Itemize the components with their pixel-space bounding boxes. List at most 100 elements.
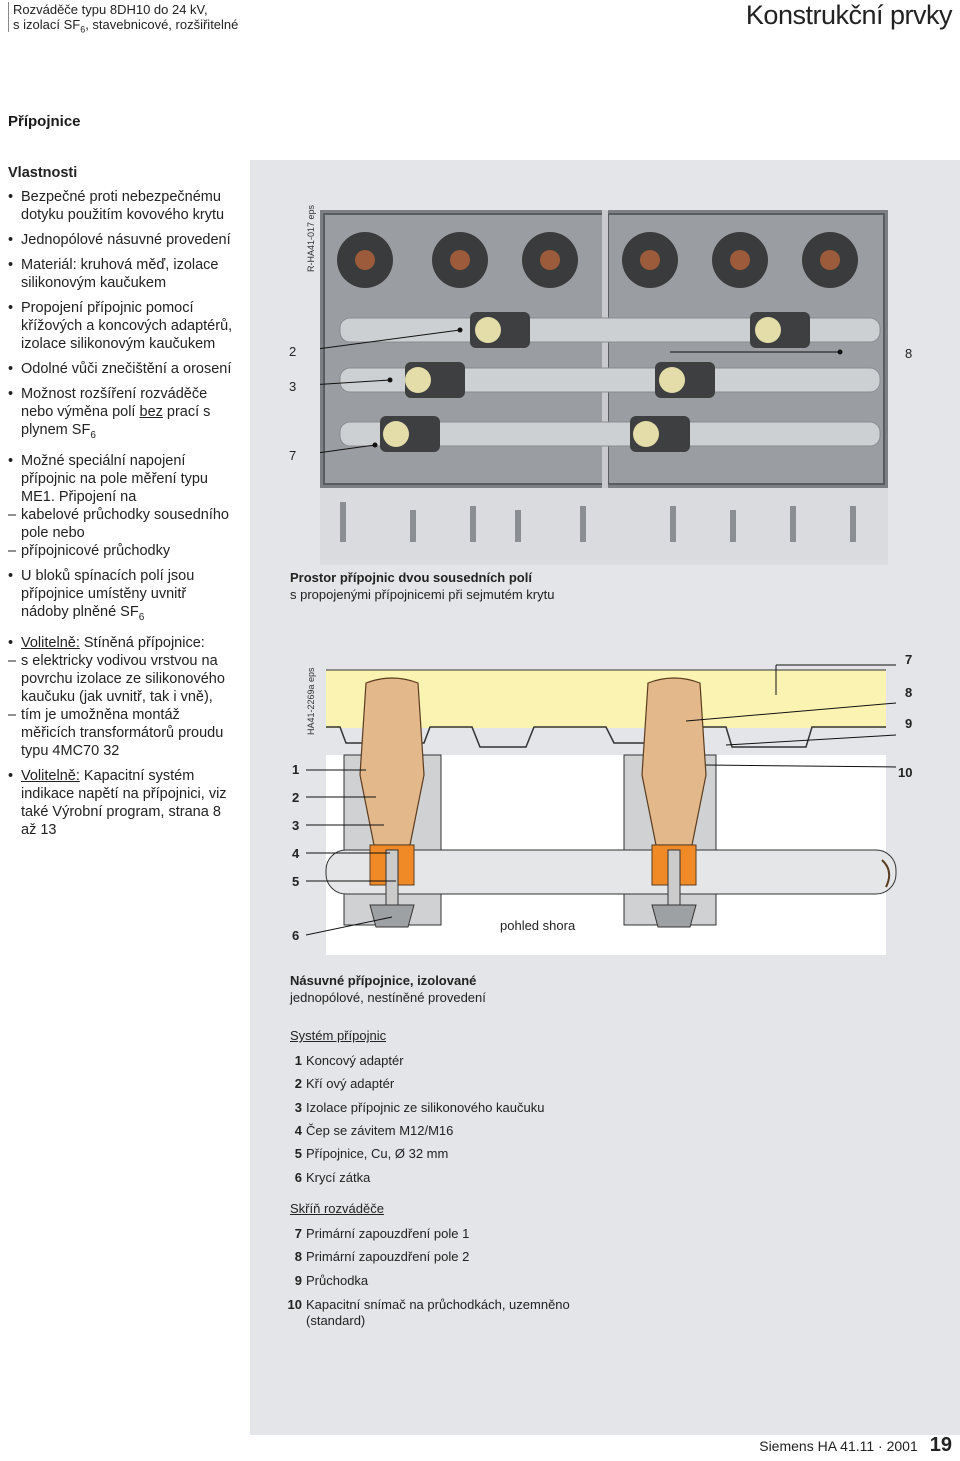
- legend-item-number: 10: [287, 1297, 302, 1312]
- feature-text: Propojení přípojnic pomocí křížových a k…: [21, 300, 233, 352]
- legend-item: 4 Čep se závitem M12/M16: [286, 1123, 586, 1139]
- feature-text: U bloků spínacích polí jsou přípojnice u…: [21, 567, 195, 620]
- feature-text: Odolné vůči znečištění a orosení: [21, 361, 232, 377]
- feature-item: Volitelně: Kapacitní systém indikace nap…: [8, 767, 236, 839]
- photo-label-3: 3: [289, 379, 297, 394]
- drawing-caption: Násuvné přípojnice, izolované jednopólov…: [290, 972, 486, 1006]
- legend-item-number: 9: [294, 1273, 302, 1288]
- header-line-2-post: , stavebnicové, rozšiřitelné: [85, 17, 239, 32]
- legend-item: 7 Primární zapouzdření pole 1: [286, 1226, 586, 1242]
- legend-item: 2 Kří ový adaptér: [286, 1076, 586, 1092]
- feature-item: Materiál: kruhová měď, izolace silikonov…: [8, 256, 236, 292]
- header-line-2-pre: s izolací SF: [13, 17, 81, 32]
- feature-item: Volitelně: Stíněná přípojnice: s elektri…: [8, 634, 236, 760]
- legend-item-text: Přípojnice, Cu, Ø 32 mm: [306, 1146, 449, 1161]
- photo-caption-bold: Prostor přípojnic dvou sousedních polí: [290, 570, 532, 585]
- legend-item-number: 7: [294, 1226, 302, 1241]
- drawing-label-6: 6: [292, 928, 300, 943]
- page-number: 19: [929, 1434, 952, 1456]
- feature-subitem: s elektricky vodivou vrstvou na povrchu …: [8, 652, 236, 706]
- legend-item-text: Koncový adaptér: [306, 1053, 404, 1068]
- legend-item: 5 Přípojnice, Cu, Ø 32 mm: [286, 1146, 586, 1162]
- legend-item-number: 6: [294, 1170, 302, 1185]
- feature-item: Bezpečné proti nebezpečnému dotyku použi…: [8, 188, 236, 224]
- features-heading: Vlastnosti: [8, 165, 78, 181]
- legend-item-text: Průchodka: [306, 1273, 369, 1288]
- header-section-title: Konstrukční prvky: [745, 0, 953, 30]
- legend-item-text: Izolace přípojnic ze silikonového kaučuk…: [306, 1100, 545, 1115]
- feature-sub: 6: [138, 611, 145, 623]
- feature-text: prací s plynem SF: [21, 404, 211, 438]
- feature-text: Možnost rozšíření rozváděče nebo výměna …: [21, 386, 208, 420]
- legend-item: 8 Primární zapouzdření pole 2: [286, 1249, 586, 1265]
- legend-item-number: 3: [294, 1100, 302, 1115]
- legend-item: 9 Průchodka: [286, 1273, 586, 1289]
- drawing-caption-bold: Násuvné přípojnice, izolované: [290, 973, 477, 988]
- busbar-drawing: [306, 664, 897, 955]
- legend-item-number: 2: [294, 1076, 302, 1091]
- legend-item-text: Čep se závitem M12/M16: [306, 1123, 454, 1138]
- drawing-view-note: pohled shora: [500, 918, 576, 933]
- legend-item-number: 4: [294, 1123, 302, 1138]
- footer: Siemens HA 41.11 · 2001 19: [759, 1434, 952, 1457]
- drawing-label-1: 1: [292, 762, 300, 777]
- feature-text: Materiál: kruhová měď, izolace silikonov…: [21, 257, 219, 291]
- photo-label-8: 8: [905, 346, 913, 361]
- legend-item-text: Krycí zátka: [306, 1170, 371, 1185]
- feature-underline: bez: [139, 404, 163, 420]
- drawing-caption-text: jednopólové, nestíněné provedení: [290, 990, 486, 1005]
- drawing-label-8: 8: [905, 685, 913, 700]
- legend-item-number: 1: [294, 1053, 302, 1068]
- drawing-label-2: 2: [292, 790, 300, 805]
- drawing-label-9: 9: [905, 716, 913, 731]
- feature-item: Jednopólové násuvné provedení: [8, 231, 236, 249]
- feature-text: Jednopólové násuvné provedení: [21, 232, 231, 248]
- legend-item-text: Kří ový adaptér: [306, 1076, 395, 1091]
- legend-item-text: Kapacitní snímač na průchodkách, uzemněn…: [306, 1297, 570, 1328]
- feature-item: Možné speciální napojení přípojnic na po…: [8, 452, 236, 560]
- busbar-photo: [320, 210, 888, 565]
- feature-text: Možné speciální napojení přípojnic na po…: [21, 452, 208, 505]
- legend-item-text: Primární zapouzdření pole 2: [306, 1249, 470, 1264]
- feature-underline: Volitelně:: [21, 634, 80, 651]
- legend-item: 3 Izolace přípojnic ze silikonového kauču…: [286, 1100, 586, 1116]
- footer-reference: Siemens HA 41.11 · 2001: [759, 1438, 918, 1454]
- features-list: Vlastnosti Bezpečné proti nebezpečnému d…: [8, 164, 236, 846]
- photo-label-2: 2: [289, 344, 297, 359]
- feature-text: Kapacitní systém indikace napětí na příp…: [21, 767, 227, 838]
- feature-subitem: přípojnicové průchodky: [8, 542, 236, 560]
- drawing-label-7: 7: [905, 652, 913, 667]
- feature-item: Možnost rozšíření rozváděče nebo výměna …: [8, 385, 236, 445]
- drawing-label-4: 4: [292, 846, 300, 861]
- legend-item: 6 Krycí zátka: [286, 1170, 586, 1186]
- feature-sub: 6: [90, 429, 96, 441]
- drawing-label-10: 10: [898, 765, 913, 780]
- legend-item: 1 Koncový adaptér: [286, 1053, 586, 1069]
- page-title: Přípojnice: [8, 113, 81, 130]
- header-line-1: Rozváděče typu 8DH10 do 24 kV,: [13, 2, 208, 17]
- feature-underline: Volitelně:: [21, 767, 80, 784]
- feature-item: Propojení přípojnic pomocí křížových a k…: [8, 299, 236, 353]
- header-line-2-sub: 6: [80, 24, 86, 35]
- photo-caption: Prostor přípojnic dvou sousedních polí s…: [290, 569, 554, 603]
- legend-item-number: 5: [294, 1146, 302, 1161]
- feature-item: U bloků spínacích polí jsou přípojnice u…: [8, 567, 236, 627]
- drawing-label-3: 3: [292, 818, 300, 833]
- feature-text: Stíněná přípojnice:: [79, 634, 205, 651]
- header-product-title: Rozváděče typu 8DH10 do 24 kV, s izolací…: [13, 2, 238, 38]
- feature-text: Bezpečné proti nebezpečnému dotyku použi…: [21, 189, 225, 223]
- drawing-label-5: 5: [292, 874, 300, 889]
- header-rule: [8, 2, 9, 32]
- legend-cabinet-heading: Skříň rozváděče: [290, 1201, 384, 1216]
- header-line-2: s izolací SF6, stavebnicové, rozšiřiteln…: [13, 17, 238, 38]
- feature-subitem: tím je umožněna montáž měřicích transfor…: [8, 706, 236, 760]
- photo-label-7: 7: [289, 448, 297, 463]
- legend-item: 10 Kapacitní snímač na průchodkách, uzemn…: [286, 1297, 586, 1329]
- feature-item: Odolné vůči znečištění a orosení: [8, 360, 236, 378]
- photo-code: R-HA41-017 eps: [306, 204, 316, 272]
- legend-item-text: Primární zapouzdření pole 1: [306, 1226, 470, 1241]
- feature-subitem: kabelové průchodky sousedního pole nebo: [8, 506, 236, 542]
- legend-system-heading: Systém přípojnic: [290, 1028, 387, 1043]
- photo-caption-text: s propojenými přípojnicemi při sejmutém …: [290, 587, 555, 602]
- legend-item-number: 8: [294, 1249, 302, 1264]
